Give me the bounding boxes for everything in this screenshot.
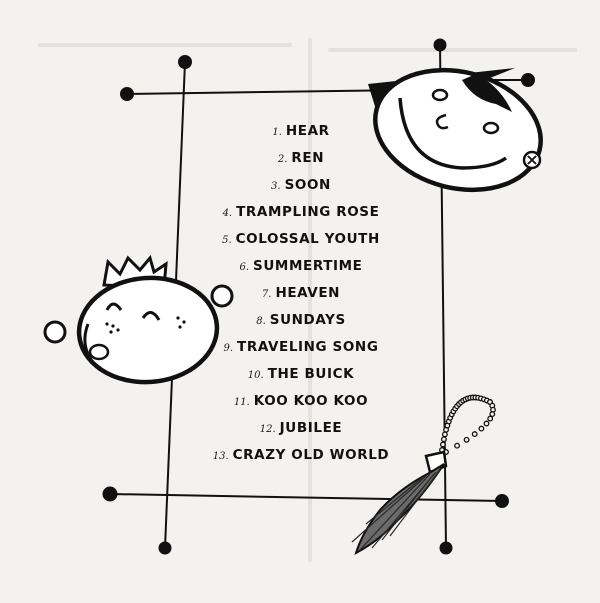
track-number: 3. xyxy=(271,181,281,192)
frame-dot xyxy=(521,73,535,87)
track-title: TRAVELING SONG xyxy=(237,339,379,355)
track-number: 5. xyxy=(222,235,232,246)
frame-dot xyxy=(120,87,134,101)
background-showthrough xyxy=(38,38,577,562)
track-number: 7. xyxy=(261,289,272,300)
chain-bead xyxy=(440,436,447,443)
track-title: SOON xyxy=(284,177,331,193)
track-item: 2. REN xyxy=(196,145,406,172)
track-title: SUMMERTIME xyxy=(253,258,363,274)
frame-dot xyxy=(495,494,509,508)
track-title: HEAVEN xyxy=(275,285,341,301)
track-number: 4. xyxy=(222,208,233,219)
track-item: 12. JUBILEE xyxy=(196,415,406,442)
track-number: 1. xyxy=(272,127,282,138)
bead-chain xyxy=(439,394,496,455)
track-title: REN xyxy=(291,150,325,166)
track-number: 6. xyxy=(239,262,250,273)
duster-brush-icon xyxy=(351,394,496,556)
track-item: 13. CRAZY OLD WORLD xyxy=(196,442,406,469)
track-number: 2. xyxy=(277,154,288,165)
track-item: 5. COLOSSAL YOUTH xyxy=(196,226,406,253)
chain-bead xyxy=(463,436,470,443)
track-item: 8. SUNDAYS xyxy=(196,307,406,334)
track-number: 11. xyxy=(233,397,250,408)
track-number: 12. xyxy=(259,424,276,435)
chain-bead xyxy=(439,441,446,448)
track-number: 13. xyxy=(212,451,229,462)
track-item: 1. HEAR xyxy=(196,118,406,145)
track-item: 9. TRAVELING SONG xyxy=(196,334,406,361)
track-item: 3. SOON xyxy=(196,172,406,199)
chain-bead xyxy=(483,420,490,427)
smiling-face-icon xyxy=(368,67,543,193)
track-title: SUNDAYS xyxy=(269,312,346,328)
track-number: 9. xyxy=(223,343,234,354)
chain-bead xyxy=(478,425,485,432)
chain-bead xyxy=(489,411,496,418)
track-item: 6. SUMMERTIME xyxy=(196,253,406,280)
frame-dot xyxy=(439,541,453,555)
track-title: KOO KOO KOO xyxy=(253,393,369,409)
track-title: HEAR xyxy=(285,123,330,139)
track-item: 10. THE BUICK xyxy=(196,361,406,388)
chain-bead xyxy=(471,431,478,438)
track-item: 11. KOO KOO KOO xyxy=(196,388,406,415)
track-number: 8. xyxy=(256,316,266,327)
track-title: JUBILEE xyxy=(279,420,343,436)
track-item: 4. TRAMPLING ROSE xyxy=(196,199,406,226)
track-title: COLOSSAL YOUTH xyxy=(235,231,380,247)
frame-dot xyxy=(178,55,192,69)
track-item: 7. HEAVEN xyxy=(196,280,406,307)
track-title: THE BUICK xyxy=(267,366,355,382)
track-list: 1. HEAR 2. REN 3. SOON 4. TRAMPLING ROSE… xyxy=(196,118,406,469)
chain-bead xyxy=(441,431,448,438)
frame-dot xyxy=(433,38,447,52)
chain-bead xyxy=(487,415,494,422)
crowned-face-icon xyxy=(43,254,234,385)
frame-dot xyxy=(102,486,118,502)
chain-bead xyxy=(454,442,461,449)
track-number: 10. xyxy=(247,370,264,381)
track-title: TRAMPLING ROSE xyxy=(236,204,380,220)
frame-dot xyxy=(158,541,172,555)
track-title: CRAZY OLD WORLD xyxy=(232,447,390,463)
